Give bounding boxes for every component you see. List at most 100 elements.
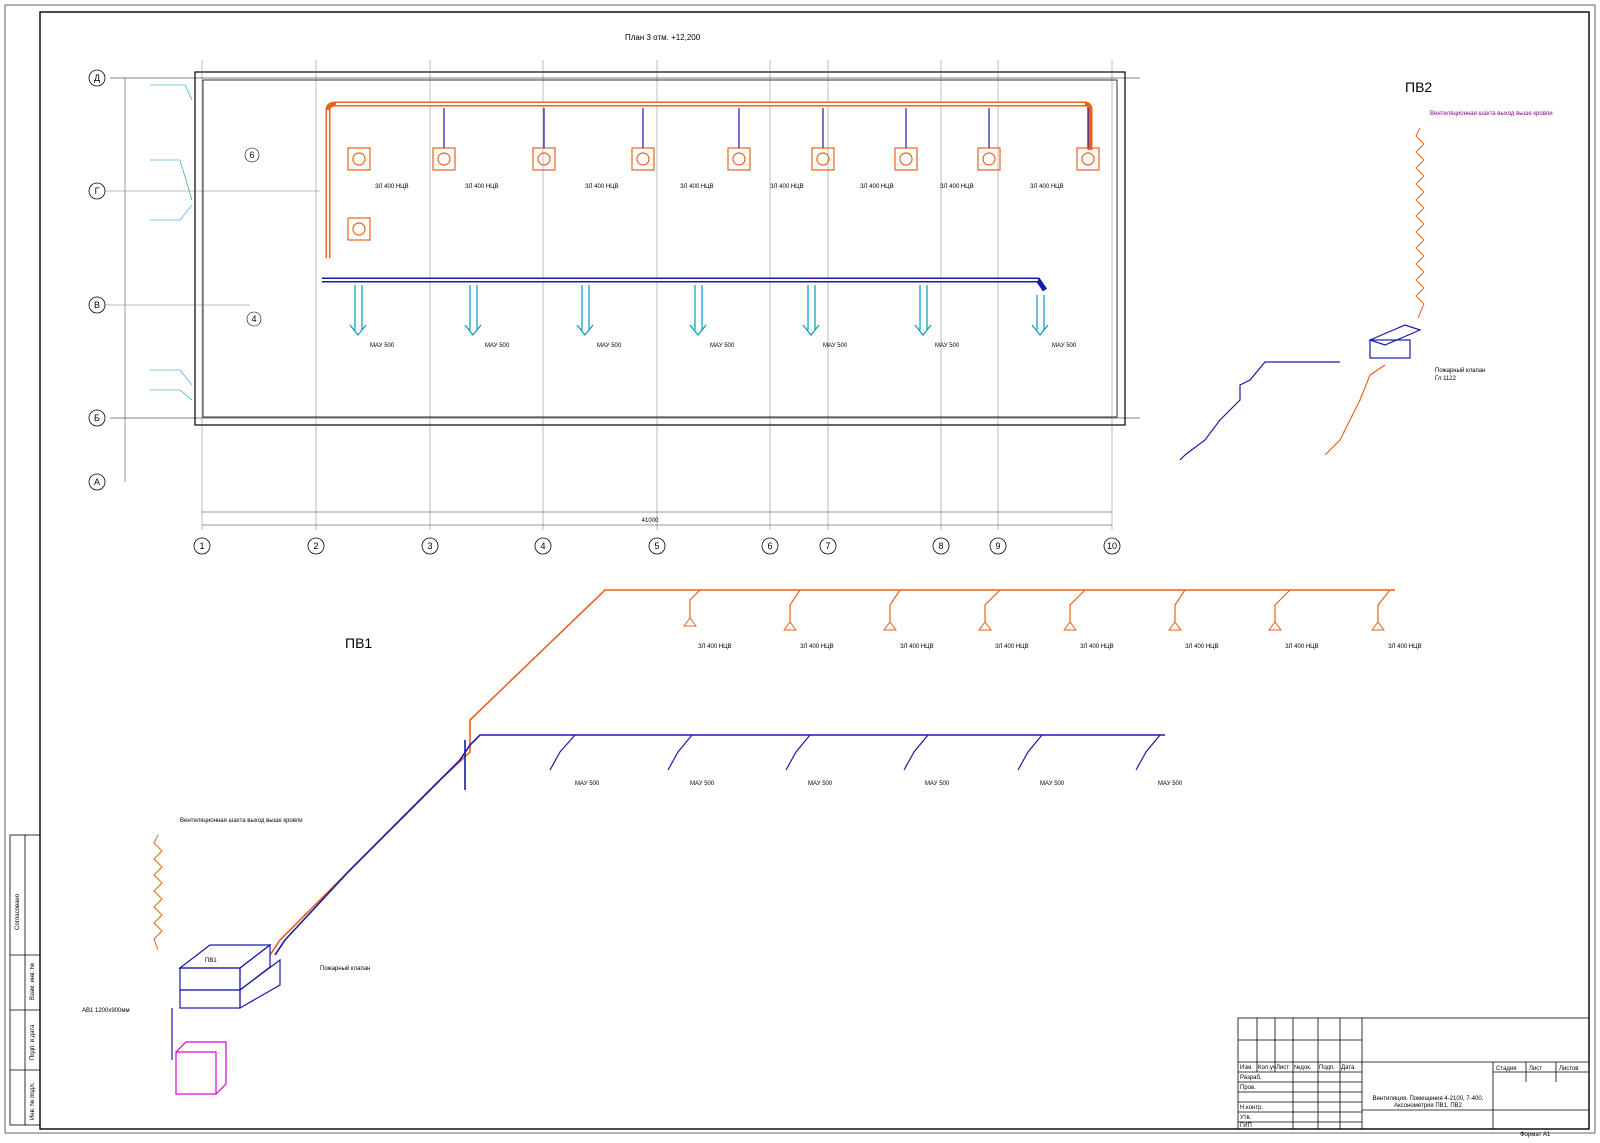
pv1-supply-labels: ЗЛ 400 НЦВ ЗЛ 400 НЦВ ЗЛ 400 НЦВ ЗЛ 400 … <box>698 644 1422 650</box>
svg-text:МАУ 500: МАУ 500 <box>925 781 950 787</box>
pv2-gas: Гл 1122 <box>1435 376 1457 382</box>
svg-text:8: 8 <box>938 541 943 551</box>
pv2-title: ПВ2 <box>1405 79 1432 95</box>
svg-text:№док.: №док. <box>1294 1064 1312 1071</box>
pv1-roof-note: Вентиляционная шахта выход выше кровли <box>180 818 303 824</box>
exhaust-drops <box>349 285 1049 336</box>
svg-text:МАУ 500: МАУ 500 <box>485 343 510 349</box>
dimension-line <box>124 78 1112 526</box>
outdoor-notes <box>150 84 193 401</box>
svg-text:ЗЛ 400 НЦВ: ЗЛ 400 НЦВ <box>860 184 894 190</box>
svg-text:ЗЛ 400 НЦВ: ЗЛ 400 НЦВ <box>465 184 499 190</box>
pv1-supply-grille-markers <box>683 617 1385 631</box>
axis-labels-columns: 1 2 3 4 5 6 7 8 9 10 <box>199 541 1117 551</box>
svg-text:ЗЛ 400 НЦВ: ЗЛ 400 НЦВ <box>1080 644 1114 650</box>
pv1-intake-box <box>175 1051 217 1095</box>
sheet-outer-frame <box>4 4 1596 1134</box>
axis-grid <box>105 60 1113 530</box>
room-mark-circle <box>246 311 262 327</box>
svg-text:ЗЛ 400 НЦВ: ЗЛ 400 НЦВ <box>1030 184 1064 190</box>
side-stamp-text: Согласовано Взам. инв. № Подп. и дата Ин… <box>15 893 36 1120</box>
pv2-roof-shaft <box>1415 127 1425 319</box>
svg-text:Б: Б <box>94 413 100 423</box>
axis-markers-columns <box>193 537 1121 555</box>
svg-text:ЗЛ 400 НЦВ: ЗЛ 400 НЦВ <box>800 644 834 650</box>
pv1-fire-valve: Пожарный клапан <box>320 965 370 972</box>
supply-drops <box>443 108 1089 148</box>
supply-grilles <box>347 147 1100 241</box>
svg-text:ГИП: ГИП <box>1240 1123 1252 1129</box>
svg-text:Листов: Листов <box>1559 1066 1579 1072</box>
svg-text:Дата: Дата <box>1341 1065 1355 1071</box>
axis-markers-rows <box>88 69 106 491</box>
svg-text:Согласовано: Согласовано <box>15 893 21 930</box>
svg-text:ЗЛ 400 НЦВ: ЗЛ 400 НЦВ <box>995 644 1029 650</box>
pv1-unit-label: ПВ1 <box>205 958 217 964</box>
svg-text:10: 10 <box>1107 541 1117 551</box>
svg-text:МАУ 500: МАУ 500 <box>370 343 395 349</box>
dimension-total: 41000 <box>642 518 659 524</box>
svg-text:Н.контр.: Н.контр. <box>1240 1105 1263 1111</box>
svg-text:6: 6 <box>767 541 772 551</box>
svg-text:1: 1 <box>199 541 204 551</box>
svg-text:ЗЛ 400 НЦВ: ЗЛ 400 НЦВ <box>770 184 804 190</box>
pv1-roof-shaft <box>153 834 163 951</box>
pv1-supply-branches <box>689 589 1391 622</box>
svg-text:МАУ 500: МАУ 500 <box>710 343 735 349</box>
pv2-fire-valve: Пожарный клапан <box>1435 367 1485 374</box>
svg-text:МАУ 500: МАУ 500 <box>575 781 600 787</box>
svg-text:4: 4 <box>540 541 545 551</box>
svg-text:3: 3 <box>427 541 432 551</box>
plan-title: План 3 отм. +12,200 <box>625 33 701 42</box>
svg-text:МАУ 500: МАУ 500 <box>1158 781 1183 787</box>
room-mark-4: 4 <box>251 314 256 324</box>
title-block <box>1237 1017 1590 1130</box>
pv1-exhaust-labels: МАУ 500 МАУ 500 МАУ 500 МАУ 500 МАУ 500 … <box>575 781 1183 787</box>
svg-text:МАУ 500: МАУ 500 <box>1052 343 1077 349</box>
svg-text:ЗЛ 400 НЦВ: ЗЛ 400 НЦВ <box>698 644 732 650</box>
exhaust-duct-plan <box>322 277 1048 292</box>
title-block-text: Изм. Кол.уч Лист №док. Подп. Дата Разраб… <box>1240 1064 1579 1138</box>
svg-text:Лист: Лист <box>1529 1066 1542 1072</box>
svg-text:Формат А1: Формат А1 <box>1520 1132 1551 1138</box>
svg-text:9: 9 <box>995 541 1000 551</box>
pv1-intake-label: АВ1 1200х900мм <box>82 1008 130 1014</box>
svg-text:ЗЛ 400 НЦВ: ЗЛ 400 НЦВ <box>585 184 619 190</box>
svg-text:МАУ 500: МАУ 500 <box>935 343 960 349</box>
svg-text:МАУ 500: МАУ 500 <box>808 781 833 787</box>
svg-text:Инв. № подл.: Инв. № подл. <box>29 1082 36 1120</box>
svg-text:Утв.: Утв. <box>1240 1115 1252 1121</box>
room-mark-circle <box>244 147 260 163</box>
svg-text:Кол.уч: Кол.уч <box>1258 1065 1276 1071</box>
side-stamp <box>9 834 41 1126</box>
svg-text:МАУ 500: МАУ 500 <box>823 343 848 349</box>
svg-text:ЗЛ 400 НЦВ: ЗЛ 400 НЦВ <box>900 644 934 650</box>
svg-text:ЗЛ 400 НЦВ: ЗЛ 400 НЦВ <box>1388 644 1422 650</box>
svg-text:7: 7 <box>825 541 830 551</box>
svg-text:ЗЛ 400 НЦВ: ЗЛ 400 НЦВ <box>940 184 974 190</box>
svg-text:ЗЛ 400 НЦВ: ЗЛ 400 НЦВ <box>1285 644 1319 650</box>
svg-text:В: В <box>94 300 100 310</box>
pv2-unit <box>1179 324 1422 461</box>
svg-text:МАУ 500: МАУ 500 <box>597 343 622 349</box>
svg-text:Взам. инв. №: Взам. инв. № <box>29 963 36 1000</box>
axis-labels-rows: Д Г В Б А <box>94 73 100 487</box>
pv1-intake-box-edge <box>175 1041 227 1095</box>
pv1-title: ПВ1 <box>345 635 372 651</box>
svg-text:ЗЛ 400 НЦВ: ЗЛ 400 НЦВ <box>375 184 409 190</box>
svg-text:Г: Г <box>95 186 100 196</box>
svg-text:Изм.: Изм. <box>1240 1065 1253 1071</box>
svg-text:МАУ 500: МАУ 500 <box>1040 781 1065 787</box>
pv2-supply <box>1324 364 1386 456</box>
building-walls <box>110 71 1140 426</box>
svg-text:Пров.: Пров. <box>1240 1085 1256 1091</box>
pv1-exhaust-duct <box>274 734 1165 956</box>
pv1-exhaust-branches <box>549 734 1161 771</box>
svg-text:МАУ 500: МАУ 500 <box>690 781 715 787</box>
room-mark-6: 6 <box>249 150 254 160</box>
supply-labels: ЗЛ 400 НЦВ ЗЛ 400 НЦВ ЗЛ 400 НЦВ ЗЛ 400 … <box>375 184 1064 190</box>
svg-text:ЗЛ 400 НЦВ: ЗЛ 400 НЦВ <box>680 184 714 190</box>
svg-text:Подп. и дата: Подп. и дата <box>30 1024 36 1060</box>
svg-text:Подп.: Подп. <box>1319 1065 1335 1071</box>
